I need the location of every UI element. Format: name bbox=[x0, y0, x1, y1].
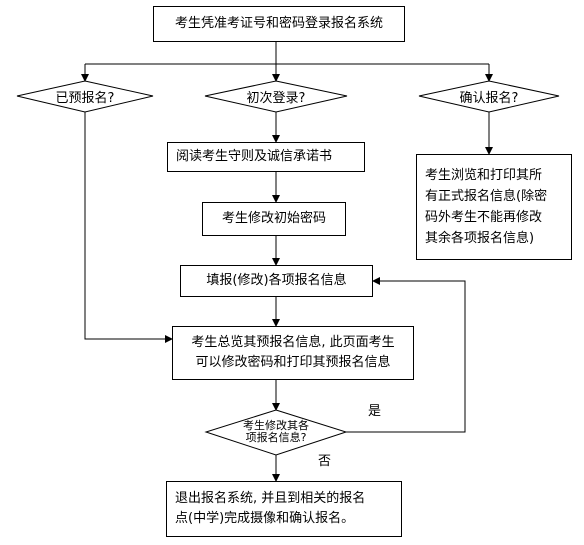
node-read-rules-label: 阅读考生守则及诚信承诺书 bbox=[176, 149, 333, 164]
node-print-formal: 考生浏览和打印其所 有正式报名信息(除密 码外考生不能再修改 其余各项报名信息) bbox=[416, 154, 572, 260]
decision-confirm-diamond bbox=[418, 80, 560, 113]
decision-pre-diamond bbox=[16, 80, 154, 113]
node-read-rules: 阅读考生守则及诚信承诺书 bbox=[167, 142, 365, 172]
decision-confirm-label: 确认报名? bbox=[459, 91, 519, 106]
node-change-password: 考生修改初始密码 bbox=[202, 202, 346, 236]
decision-modify-label: 考生修改其各 项报名信息? bbox=[243, 419, 309, 444]
decision-pre-label: 已预报名? bbox=[55, 91, 115, 106]
node-review: 考生总览其预报名信息, 此页面考生 可以修改密码和打印其预报名信息 bbox=[172, 326, 414, 380]
node-login: 考生凭准考证号和密码登录报名系统 bbox=[153, 6, 405, 42]
node-login-label: 考生凭准考证号和密码登录报名系统 bbox=[174, 16, 383, 31]
connector-yes-loop bbox=[346, 277, 466, 433]
decision-modify-diamond bbox=[204, 409, 348, 456]
node-change-password-label: 考生修改初始密码 bbox=[221, 211, 326, 226]
edge-label-no: 否 bbox=[318, 454, 332, 469]
decision-first-diamond bbox=[204, 80, 348, 113]
node-print-formal-label: 考生浏览和打印其所 有正式报名信息(除密 码外考生不能再修改 其余各项报名信息) bbox=[425, 168, 548, 246]
node-review-label: 考生总览其预报名信息, 此页面考生 可以修改密码和打印其预报名信息 bbox=[191, 335, 395, 370]
connector-pre-to-review bbox=[84, 112, 173, 343]
edge-label-yes: 是 bbox=[368, 404, 382, 419]
node-fill-info: 填报(修改)各项报名信息 bbox=[180, 265, 373, 297]
decision-first-label: 初次登录? bbox=[246, 91, 306, 106]
node-exit: 退出报名系统, 并且到相关的报名 点(中学)完成摄像和确认报名。 bbox=[166, 481, 402, 537]
node-fill-info-label: 填报(修改)各项报名信息 bbox=[206, 273, 347, 288]
node-exit-label: 退出报名系统, 并且到相关的报名 点(中学)完成摄像和确认报名。 bbox=[175, 491, 366, 526]
